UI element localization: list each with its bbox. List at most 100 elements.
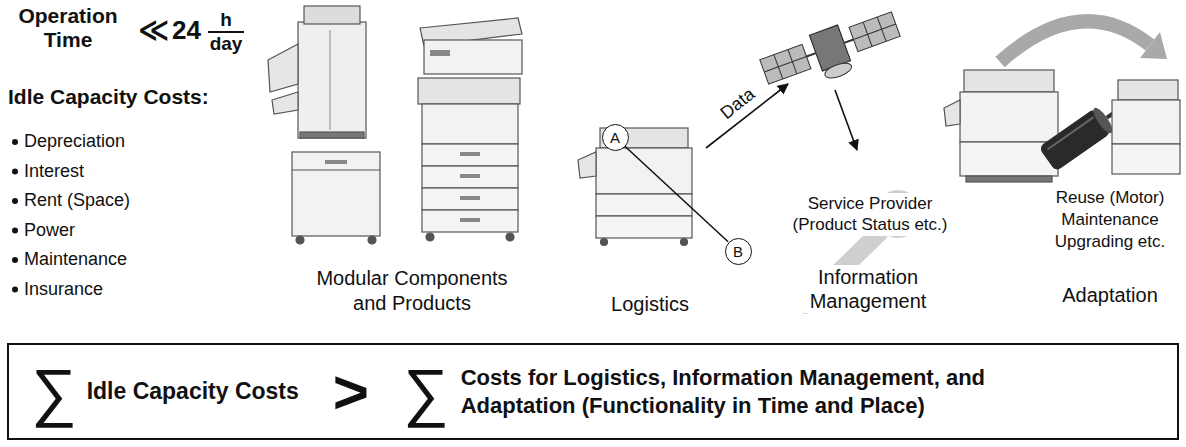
- scanner-module: [420, 18, 522, 74]
- adapted-printer: [960, 92, 1058, 142]
- satellite: [823, 60, 853, 81]
- fraction-bar: [208, 31, 244, 33]
- hours-value: 24: [172, 15, 201, 46]
- upgraded-printer: [1112, 80, 1180, 174]
- arrow-label: Data: [716, 84, 759, 125]
- adaptation-arrow: [1140, 32, 1167, 59]
- adaptation-arrow: [1000, 21, 1150, 62]
- logistics-printer: [596, 148, 692, 194]
- relation-sign: ≪: [138, 12, 169, 48]
- list-bullet: [12, 228, 18, 234]
- cost-item: Interest: [24, 161, 84, 183]
- section-label: Information Management: [793, 265, 943, 313]
- conclusion-box: ∑Idle Capacity Costs>∑Costs for Logistic…: [7, 343, 1179, 440]
- finisher-module: [304, 6, 360, 24]
- section-label: Modular Components and Products: [305, 266, 520, 316]
- logistics-printer: [596, 194, 692, 216]
- cost-term: Costs for Logistics, Information Managem…: [461, 364, 1061, 419]
- list-bullet: [12, 287, 18, 293]
- logistics-printer: [601, 239, 608, 246]
- downlink-arrow: [835, 90, 857, 150]
- unit-denominator: day: [201, 33, 251, 56]
- printer-module: [422, 104, 518, 144]
- list-bullet: [12, 139, 18, 145]
- logistics-printer: [578, 152, 596, 178]
- location-circle: A: [602, 124, 629, 151]
- list-bullet: [12, 198, 18, 204]
- satellite: [807, 53, 816, 56]
- printer-module: [506, 233, 514, 241]
- cost-item: Rent (Space): [24, 190, 130, 212]
- cost-item: Power: [24, 220, 75, 242]
- printer-module: [418, 78, 520, 104]
- printer-module: [422, 188, 518, 210]
- sum-sign: ∑: [403, 360, 449, 424]
- cabinet-module: [292, 169, 380, 170]
- printer-module: [460, 218, 480, 222]
- satellite: [844, 39, 853, 42]
- location-circle: B: [725, 238, 752, 265]
- upgraded-printer: [1112, 144, 1180, 174]
- sum-sign: ∑: [31, 360, 77, 424]
- cost-term: Idle Capacity Costs: [87, 378, 299, 405]
- satellite: [760, 44, 811, 84]
- service-label: Service Provider (Product Status etc.): [775, 193, 965, 236]
- list-bullet: [12, 139, 18, 293]
- adaptation-arrow: [1000, 21, 1167, 62]
- cabinet-module: [368, 236, 376, 244]
- finisher-module: [272, 92, 298, 114]
- location-letter: A: [610, 130, 620, 145]
- motor: [1047, 117, 1093, 149]
- route-line: [625, 146, 728, 242]
- cost-item: Maintenance: [24, 249, 127, 271]
- satellite: [853, 24, 895, 39]
- finisher-module: [298, 22, 366, 138]
- printer-module: [422, 210, 518, 232]
- adapted-printer: [964, 70, 1054, 92]
- finisher-module: [268, 44, 298, 92]
- unit-numerator: h: [206, 9, 246, 32]
- comparison-sign: >: [333, 361, 369, 423]
- section-label: Logistics: [580, 292, 720, 316]
- downlink-arrow: [835, 90, 857, 150]
- cabinet-module: [292, 152, 380, 236]
- list-bullet: [12, 257, 18, 263]
- cost-item: Depreciation: [24, 131, 125, 153]
- scanner-module: [424, 40, 522, 74]
- printer-module: [422, 144, 518, 166]
- list-heading: Idle Capacity Costs:: [8, 84, 209, 109]
- metric-heading: Operation Time: [8, 4, 128, 51]
- printer-module: [460, 174, 480, 178]
- printer-module: [460, 196, 480, 200]
- cabinet-module: [325, 160, 347, 164]
- location-letter: B: [733, 244, 743, 259]
- finisher-module: [268, 6, 366, 138]
- finisher-module: [300, 132, 364, 138]
- logistics-printer: [578, 128, 692, 246]
- finisher-module: [329, 30, 330, 130]
- list-bullet: [12, 169, 18, 175]
- satellite: [849, 12, 900, 52]
- printer-module: [460, 152, 480, 156]
- upgraded-printer: [1118, 80, 1178, 100]
- adapted-printer: [966, 176, 1052, 182]
- printer-module: [418, 78, 520, 241]
- scanner-module: [430, 50, 450, 56]
- printer-module: [422, 166, 518, 188]
- adapted-printer: [944, 100, 960, 126]
- upgraded-printer: [1112, 100, 1180, 144]
- cabinet-module: [292, 152, 380, 244]
- data-arrow: [706, 84, 788, 148]
- data-arrow: [706, 84, 788, 148]
- cabinet-module: [296, 236, 304, 244]
- adaptation-list: Reuse (Motor) Maintenance Upgrading etc.: [1040, 187, 1180, 253]
- printer-module: [426, 233, 434, 241]
- logistics-printer: [681, 239, 688, 246]
- logistics-printer: [596, 216, 692, 238]
- satellite: [764, 57, 806, 72]
- section-label: Adaptation: [1040, 283, 1180, 307]
- cost-item: Insurance: [24, 279, 103, 301]
- adapted-printer: [944, 70, 1058, 182]
